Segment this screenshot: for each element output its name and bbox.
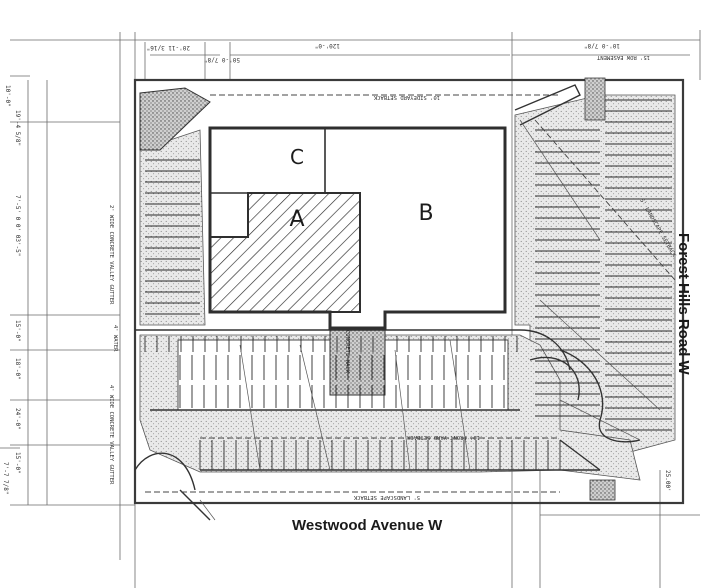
curb-lines — [134, 84, 641, 521]
dim-top-right: 10'-0 7/8" — [584, 42, 620, 49]
building-label-a: A — [289, 207, 304, 232]
property-boundary — [133, 78, 685, 505]
note-setback-bottom: 5' LANDSCAPE SETBACK — [353, 494, 420, 500]
dim-left-bottom: 7'-7 7/8" — [2, 462, 9, 495]
parking-stalls — [144, 99, 672, 470]
note-water: 4' WATER — [112, 325, 118, 352]
note-setback-front: 10' FRONT YARD SETBACK — [406, 434, 480, 440]
dim-top-left2: 50'-0 7/8" — [204, 56, 240, 63]
dim-left-2: 19'-4 5/8" — [14, 110, 21, 146]
dimension-labels: 120'-0" 20'-11 3/16" 50'-0 7/8" 10'-0 7/… — [2, 42, 671, 495]
setback-lines — [145, 94, 676, 493]
building-footprint — [208, 126, 507, 330]
dim-left-6: 24'-0" — [14, 408, 21, 430]
dim-left-4: 15'-0" — [14, 320, 21, 342]
dim-left-7: 15'-0" — [14, 452, 21, 474]
note-walk: CONCRETE WALK — [344, 330, 350, 374]
building-label-c: C — [290, 145, 304, 169]
street-label-forest-hills: Forest Hills Road W — [675, 233, 692, 375]
note-gutter-lower: 4' WIDE CONCRETE VALLEY GUTTER — [108, 385, 114, 485]
dim-top-mid: 120'-0" — [315, 42, 340, 49]
note-setback-side: 10' SIDEYARD SETBACK — [373, 94, 440, 100]
note-gutter-upper: 2' WIDE CONCRETE VALLEY GUTTER — [108, 205, 114, 305]
leader-lines — [199, 119, 661, 521]
dim-left-3: 7'-5' 0 0' 03'-5" — [14, 195, 21, 256]
dim-left-5: 18'-0" — [14, 358, 21, 380]
dim-left-top: 10'-0" — [4, 85, 11, 107]
dim-right-small: 25.00' — [664, 470, 671, 492]
street-label-westwood: Westwood Avenue W — [292, 517, 443, 534]
dim-top-left: 20'-11 3/16" — [147, 44, 190, 51]
parking-areas — [139, 77, 676, 501]
building-label-b: B — [418, 201, 433, 226]
note-easement: 15' ROW EASEMENT — [596, 54, 650, 60]
